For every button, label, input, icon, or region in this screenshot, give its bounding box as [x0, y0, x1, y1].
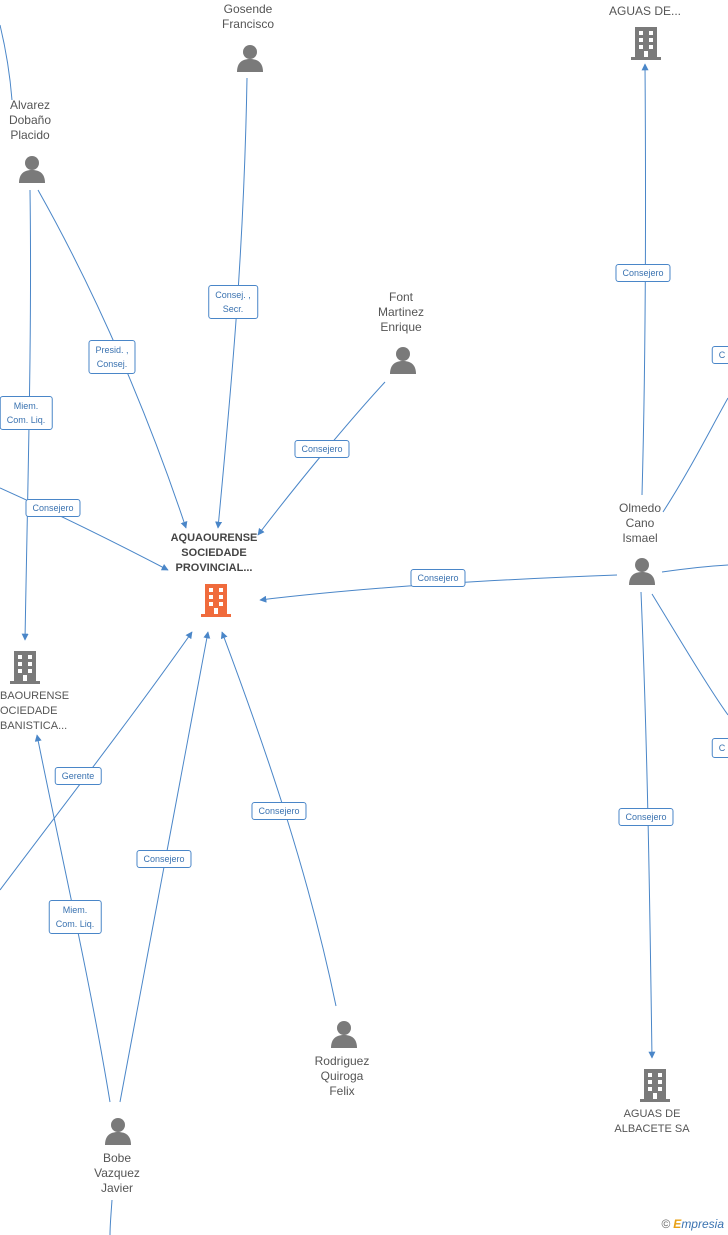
relation-label-bobe-main[interactable]: Consejero [136, 850, 192, 868]
person-label-bobe[interactable]: Bobe Vazquez Javier [94, 1151, 140, 1195]
copyright-icon: © [661, 1217, 671, 1231]
relation-label-right-mid-cut[interactable]: C [711, 738, 728, 758]
person-icon[interactable] [104, 1117, 132, 1145]
person-label-gosende[interactable]: Gosende Francisco [221, 2, 274, 31]
edge-olmedo-right [661, 564, 728, 573]
person-label-rodriguez[interactable]: Rodriguez Quiroga Felix [314, 1054, 370, 1098]
company-label-urbaourense[interactable]: BAOURENSE OCIEDADE BANISTICA... [0, 690, 70, 732]
relation-label-rodriguez[interactable]: Consejero [251, 802, 307, 820]
person-icon[interactable] [18, 155, 46, 183]
relation-label-left-main[interactable]: Consejero [25, 499, 81, 517]
relation-label-gerente[interactable]: Gerente [54, 767, 102, 785]
building-icon[interactable] [630, 26, 662, 60]
relation-label-olmedo-albacete[interactable]: Consejero [618, 808, 674, 826]
edge-olmedo-albacete [640, 591, 656, 1059]
edge-olmedo-right-top [662, 397, 728, 513]
company-label-aguas-top[interactable]: AGUAS DE... [608, 4, 682, 18]
relation-label-font[interactable]: Consejero [294, 440, 350, 458]
brand-watermark: ©Empresia [661, 1217, 724, 1231]
relation-label-right-top-cut[interactable]: C [711, 346, 728, 364]
relation-label-alvarez-urba[interactable]: Miem. Com. Liq. [0, 396, 53, 430]
relation-label-alvarez-main[interactable]: Presid. , Consej. [88, 340, 136, 374]
brand-logo-initial: E [673, 1217, 682, 1231]
person-icon[interactable] [236, 44, 264, 72]
person-icon[interactable] [330, 1020, 358, 1048]
company-label-aguas-albacete[interactable]: AGUAS DE ALBACETE SA [614, 1108, 690, 1135]
edge-font-main [257, 381, 386, 536]
brand-logo-text: mpresia [681, 1217, 724, 1231]
relation-label-olmedo-main[interactable]: Consejero [410, 569, 466, 587]
building-icon[interactable] [9, 650, 41, 684]
person-label-font[interactable]: Font Martinez Enrique [377, 290, 424, 334]
edge-olmedo-right-bottom [651, 593, 728, 716]
edge-bottomleft-main [0, 631, 193, 891]
main-company-label[interactable]: AQUAOURENSE SOCIEDADE PROVINCIAL... [170, 532, 258, 574]
person-icon[interactable] [628, 557, 656, 585]
building-icon[interactable] [639, 1068, 671, 1102]
person-label-olmedo[interactable]: Olmedo Cano Ismael [618, 501, 662, 545]
edge-left-main [0, 487, 169, 571]
building-icon[interactable] [200, 583, 232, 617]
relation-label-gosende[interactable]: Consej. , Secr. [208, 285, 258, 319]
person-icon[interactable] [389, 346, 417, 374]
edge-bobe-down [109, 1199, 113, 1235]
relation-label-olmedo-aguastop[interactable]: Consejero [615, 264, 671, 282]
relation-label-bobe-urba[interactable]: Miem. Com. Liq. [48, 900, 102, 934]
person-label-alvarez[interactable]: Alvarez Dobaño Placido [8, 98, 52, 142]
edge-topleft-alvarez [0, 24, 13, 101]
